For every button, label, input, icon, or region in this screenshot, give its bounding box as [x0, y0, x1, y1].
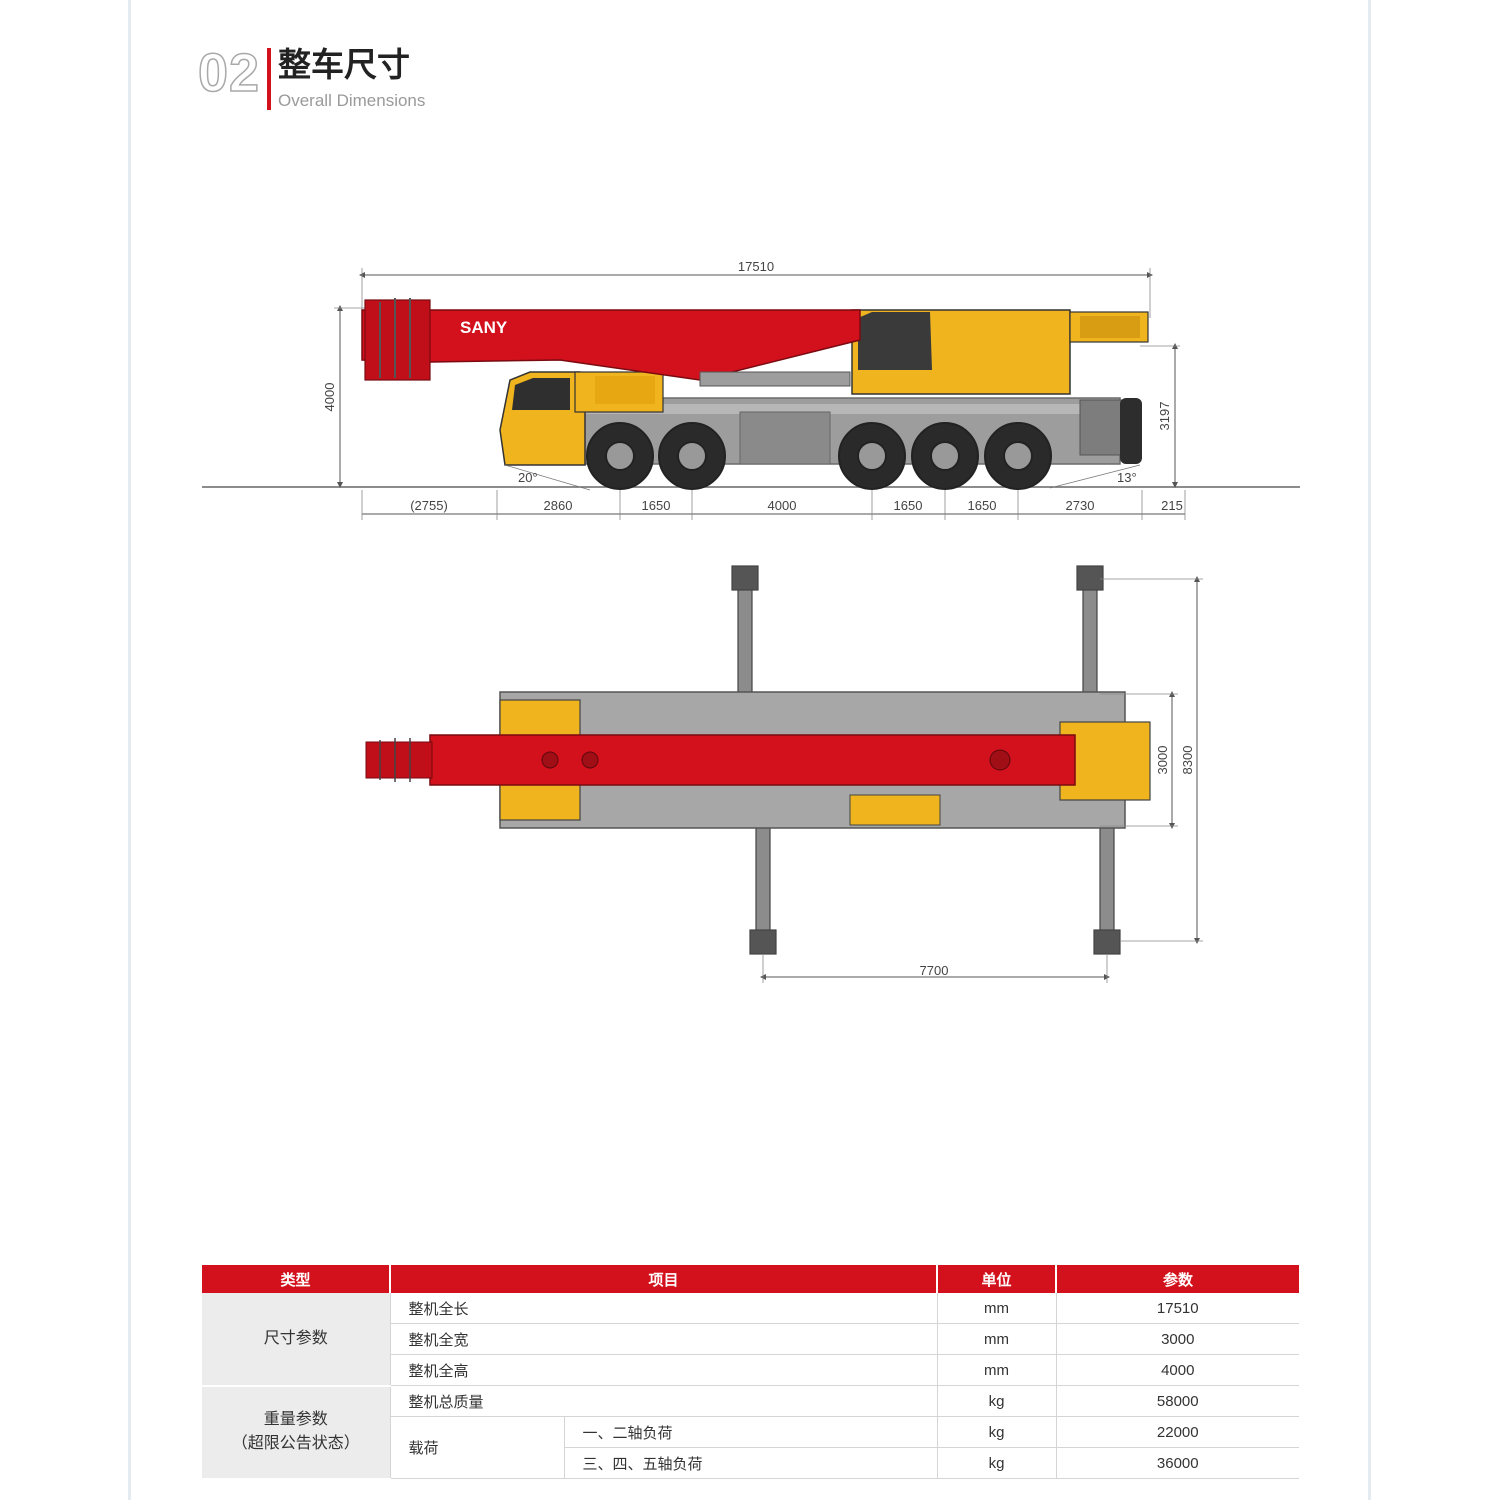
- table-row: 重量参数 （超限公告状态） 整机总质量 kg 58000: [202, 1385, 1299, 1480]
- crane-cab-window: [858, 312, 932, 370]
- item-cell: 整机全高: [390, 1354, 938, 1386]
- table-row: 载荷 一、二轴负荷 kg 22000: [202, 1416, 1299, 1479]
- dim-segment-6: 1650: [968, 498, 997, 513]
- outrigger-rear-right: [1099, 825, 1115, 942]
- departure-angle: 13°: [1117, 470, 1137, 485]
- crane-dimension-drawing: 17510 4000 3197 SANY: [202, 259, 1300, 983]
- category-weight-line1: 重量参数: [263, 1411, 328, 1428]
- category-weight: 重量参数 （超限公告状态）: [202, 1385, 391, 1480]
- dim-segment-7: 2730: [1066, 498, 1095, 513]
- dim-segment-5: 1650: [894, 498, 923, 513]
- table-row: 三、四、五轴负荷 kg 36000: [202, 1447, 1299, 1479]
- outriggers: [731, 565, 1121, 955]
- header-type: 类型: [202, 1265, 391, 1293]
- value-cell: 58000: [1056, 1385, 1299, 1417]
- telescopic-boom: [361, 309, 861, 381]
- boom-brand-logo: SANY: [460, 318, 508, 337]
- approach-angle: 20°: [518, 470, 538, 485]
- top-view: 3000 8300 7700: [365, 565, 1203, 983]
- category-weight-line2: （超限公告状态）: [231, 1435, 360, 1452]
- item-cell: 整机全长: [390, 1293, 938, 1324]
- section-title: 整车尺寸: [278, 46, 410, 83]
- value-cell: 4000: [1056, 1354, 1299, 1386]
- table-row: 尺寸参数 整机全长 mm 17510: [202, 1293, 1299, 1387]
- table-row: 整机全宽 mm 3000: [202, 1323, 1299, 1355]
- spec-table: 类型 项目 单位 参数 尺寸参数 整机全长 mm 17510 整机全宽 mm 3…: [202, 1265, 1299, 1480]
- dim-outrigger-span-length: 7700: [920, 963, 949, 978]
- outrigger-front-right: [755, 825, 771, 942]
- outrigger-rear-left: [1082, 584, 1098, 698]
- section-number: 02: [197, 42, 261, 104]
- wheels: [586, 422, 1052, 490]
- section-subtitle: Overall Dimensions: [278, 91, 426, 110]
- item-cell: 一、二轴负荷: [564, 1416, 938, 1448]
- unit-cell: mm: [937, 1293, 1057, 1324]
- dim-segment-3: 1650: [642, 498, 671, 513]
- category-dimension: 尺寸参数: [202, 1293, 391, 1387]
- dim-body-width: 3000: [1155, 746, 1170, 775]
- value-cell: 3000: [1056, 1323, 1299, 1355]
- item-cell: 三、四、五轴负荷: [564, 1447, 938, 1479]
- page-edge-left: [128, 0, 131, 1500]
- load-label: 载荷: [390, 1416, 565, 1479]
- table-row: 整机全高 mm 4000: [202, 1354, 1299, 1386]
- value-cell: 22000: [1056, 1416, 1299, 1448]
- unit-cell: mm: [937, 1354, 1057, 1386]
- unit-cell: kg: [937, 1416, 1057, 1448]
- outrigger-front-left: [737, 584, 753, 698]
- dim-deck-height: 3197: [1157, 402, 1172, 431]
- header-unit: 单位: [937, 1265, 1057, 1293]
- page-edge-right: [1368, 0, 1371, 1500]
- dim-overall-height: 4000: [322, 383, 337, 412]
- header-value: 参数: [1056, 1265, 1299, 1293]
- item-cell: 整机全宽: [390, 1323, 938, 1355]
- item-cell: 整机总质量: [390, 1385, 938, 1417]
- boom-top: [429, 734, 1076, 786]
- header-item: 项目: [390, 1265, 938, 1293]
- unit-cell: kg: [937, 1385, 1057, 1417]
- unit-cell: mm: [937, 1323, 1057, 1355]
- unit-cell: kg: [937, 1447, 1057, 1479]
- value-cell: 36000: [1056, 1447, 1299, 1479]
- dim-overall-length: 17510: [738, 259, 774, 274]
- section-accent-bar: [267, 48, 271, 110]
- boom-head: [364, 299, 431, 381]
- side-view: 17510 4000 3197 SANY: [202, 259, 1300, 520]
- dim-segment-1: (2755): [410, 498, 448, 513]
- spec-table-header: 类型 项目 单位 参数: [202, 1265, 1299, 1293]
- value-cell: 17510: [1056, 1293, 1299, 1324]
- dim-segment-2: 2860: [544, 498, 573, 513]
- dim-segment-4: 4000: [768, 498, 797, 513]
- dim-segment-8: 215: [1161, 498, 1183, 513]
- dim-outrigger-span-width: 8300: [1180, 746, 1195, 775]
